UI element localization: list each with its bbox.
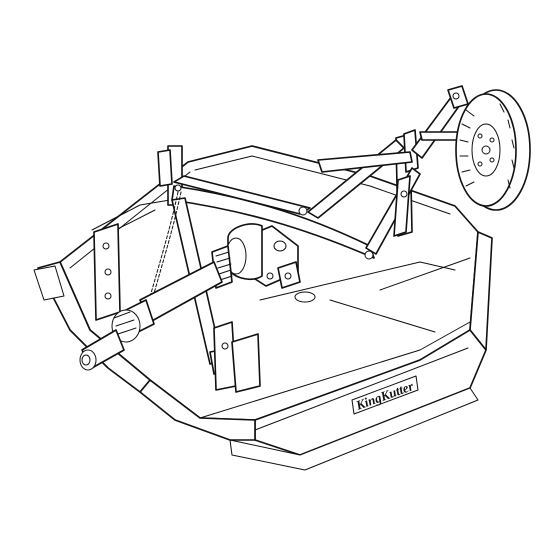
hitch-a-frame (93, 129, 421, 393)
tail-wheel (411, 85, 531, 211)
check-chain (147, 191, 182, 305)
pto-driveline (79, 261, 223, 371)
